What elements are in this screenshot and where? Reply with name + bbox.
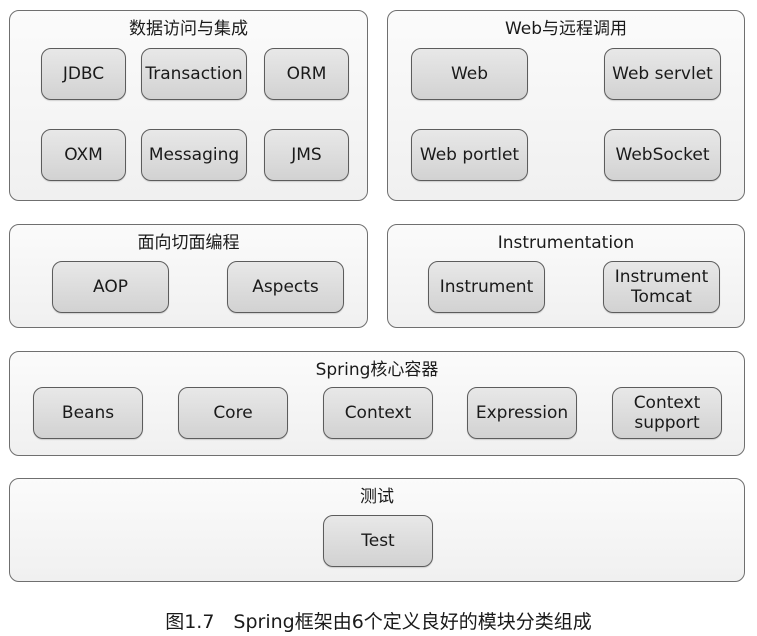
module-transaction: Transaction [141, 48, 247, 100]
module-web-portlet: Web portlet [411, 129, 528, 181]
group-core-container: Spring核心容器 Beans Core Context Expression… [9, 351, 745, 456]
group-data-access: 数据访问与集成 JDBC Transaction ORM OXM Messagi… [9, 10, 368, 201]
group-title-data-access: 数据访问与集成 [129, 19, 248, 39]
module-core: Core [178, 387, 288, 439]
module-expression: Expression [467, 387, 577, 439]
module-context-support: Context support [612, 387, 722, 439]
module-context: Context [323, 387, 433, 439]
module-aop: AOP [52, 261, 169, 313]
module-instrument: Instrument [428, 261, 545, 313]
module-web: Web [411, 48, 528, 100]
group-title-test: 测试 [360, 487, 394, 507]
module-jms: JMS [264, 129, 349, 181]
module-test: Test [323, 515, 433, 567]
module-messaging: Messaging [141, 129, 247, 181]
module-aspects: Aspects [227, 261, 344, 313]
group-instrumentation: Instrumentation Instrument Instrument To… [387, 224, 745, 328]
figure-caption: 图1.7 Spring框架由6个定义良好的模块分类组成 [165, 611, 592, 633]
group-title-core-container: Spring核心容器 [315, 360, 439, 380]
group-title-aop: 面向切面编程 [137, 233, 240, 253]
group-aop: 面向切面编程 AOP Aspects [9, 224, 368, 328]
group-web: Web与远程调用 Web Web servlet Web portlet Web… [387, 10, 745, 201]
group-test: 测试 Test [9, 478, 745, 582]
module-instrument-tomcat: Instrument Tomcat [603, 261, 720, 313]
module-oxm: OXM [41, 129, 126, 181]
module-web-servlet: Web servlet [604, 48, 721, 100]
module-jdbc: JDBC [41, 48, 126, 100]
group-title-web: Web与远程调用 [504, 19, 628, 39]
module-beans: Beans [33, 387, 143, 439]
group-title-instrumentation: Instrumentation [497, 233, 635, 253]
module-orm: ORM [264, 48, 349, 100]
module-websocket: WebSocket [604, 129, 721, 181]
